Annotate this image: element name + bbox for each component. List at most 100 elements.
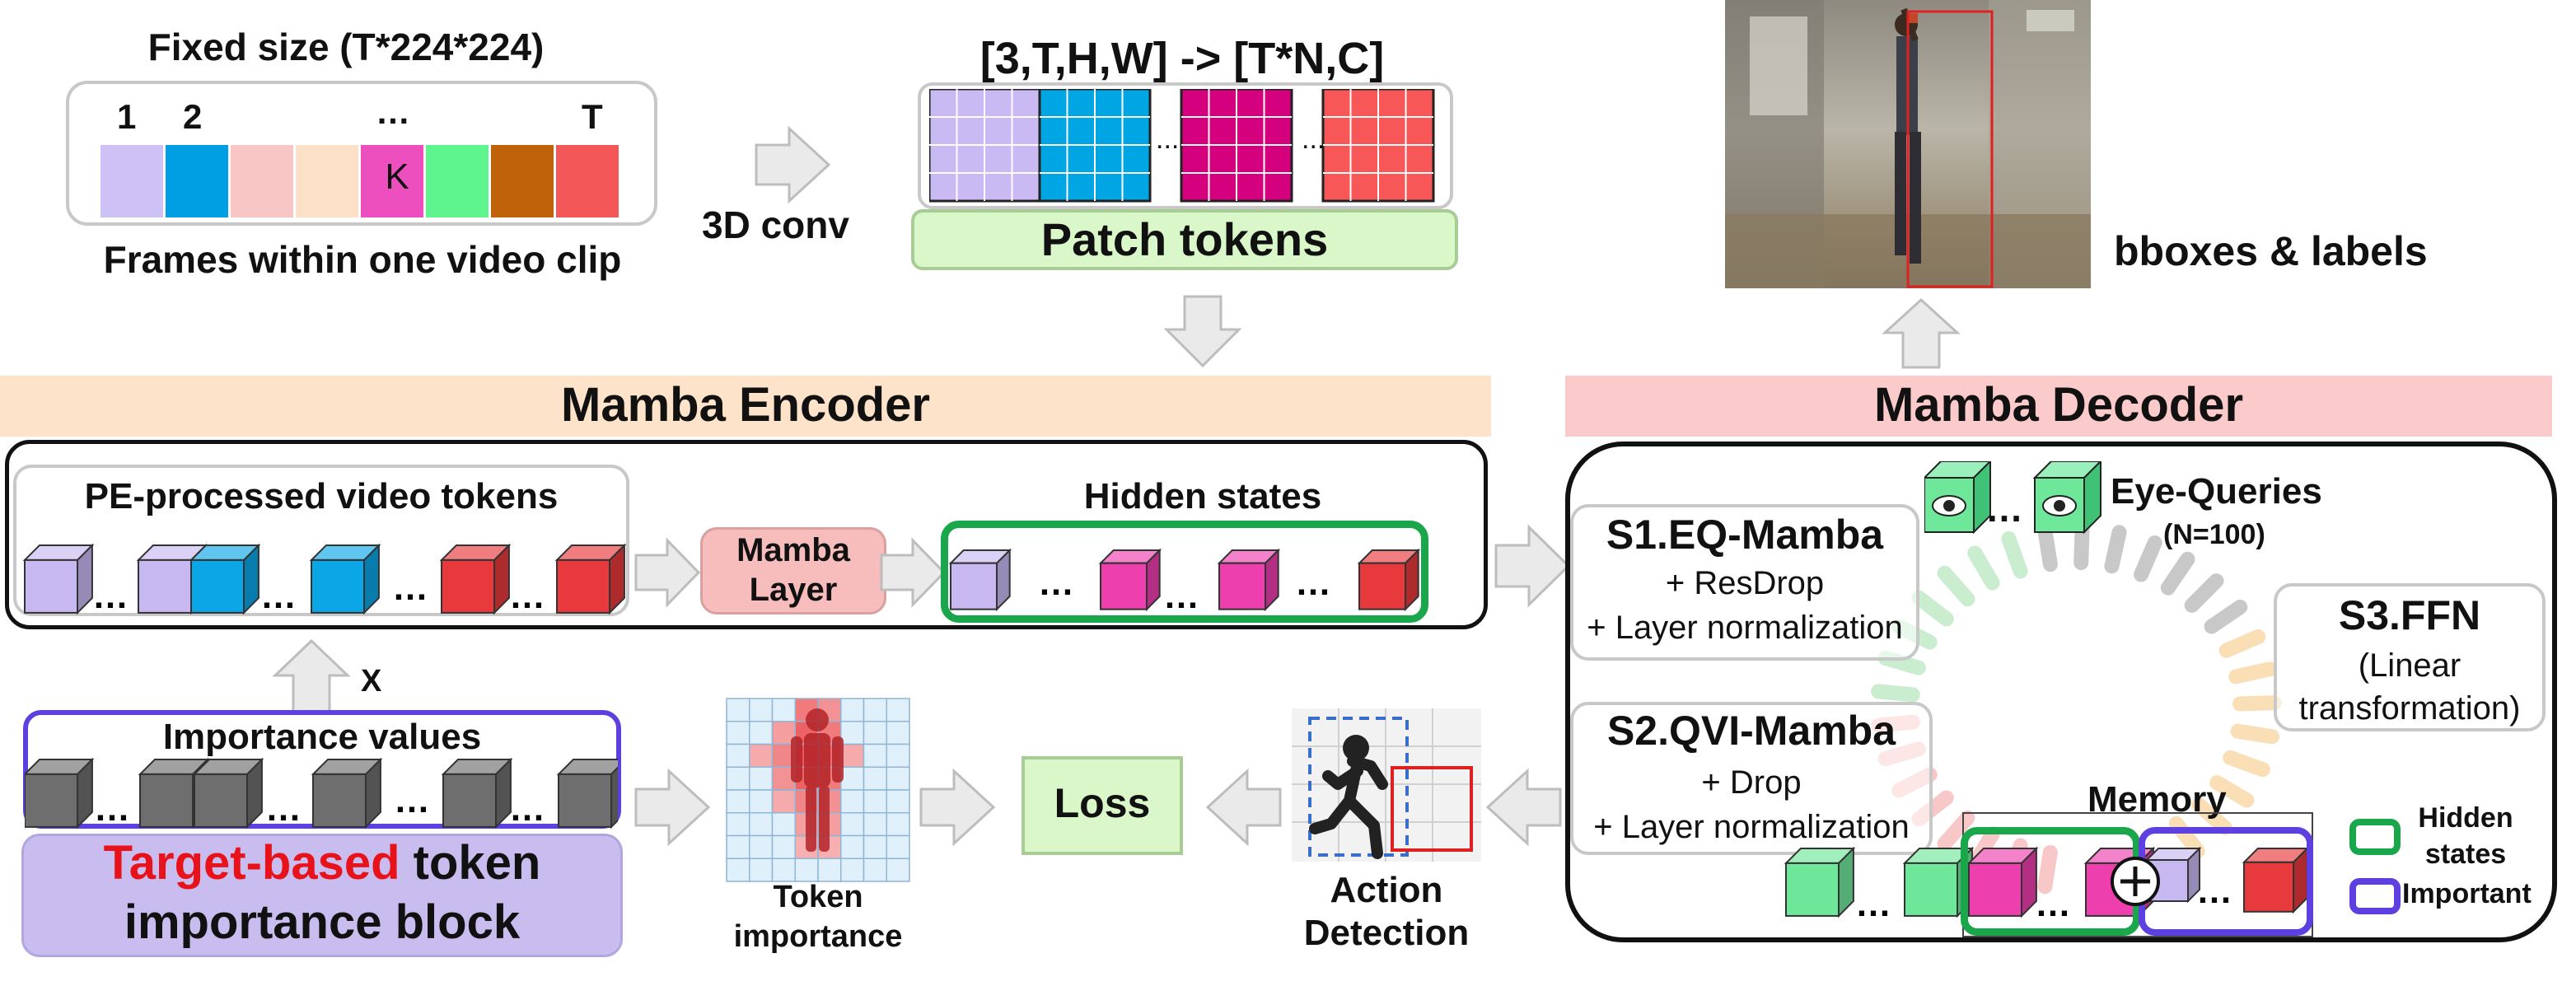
heatmap-cell (840, 698, 865, 722)
legend-important-label: Important (2402, 878, 2532, 909)
heatmap-cell (794, 857, 819, 882)
patch-ellipsis-1: ... (1156, 124, 1180, 155)
s2-line-1: + Drop (1701, 764, 1802, 801)
importance-block-token: token (400, 836, 541, 890)
ring-segment (2073, 521, 2090, 571)
arrow-right-icon (634, 537, 701, 608)
decoder-box (1565, 442, 2557, 942)
importance-cube (192, 757, 264, 829)
heatmap-cell (863, 721, 887, 745)
arrow-right-icon (755, 125, 831, 204)
frame-cell (361, 145, 423, 217)
hidden-states-box (941, 521, 1428, 623)
heatmap-cell (726, 834, 750, 859)
loss-label: Loss (1054, 780, 1151, 826)
patch-grids (929, 89, 1435, 203)
decoder-band (1565, 376, 2552, 437)
heatmap-cell (863, 698, 887, 722)
hidden-state-cube (1098, 548, 1162, 612)
ellipsis-text: … (509, 788, 545, 829)
add-operator-icon (2111, 857, 2160, 906)
frame-cell (231, 145, 293, 217)
legend-important-swatch (2349, 878, 2401, 914)
heatmap-cell (840, 812, 865, 837)
arrow-down-icon (1163, 295, 1242, 368)
s3-line-2: transformation) (2298, 690, 2521, 727)
token-importance-heatmap (726, 698, 910, 882)
ellipsis-text: … (92, 576, 129, 616)
arrow-left-icon (1205, 768, 1282, 847)
heatmap-cell (886, 766, 910, 791)
heatmap-cell (863, 812, 887, 837)
heatmap-cell (886, 721, 910, 745)
frame-index-ellipsis: … (376, 92, 410, 131)
decoder-title: Mamba Decoder (1873, 378, 2244, 432)
s3-line-1: (Linear (2358, 647, 2461, 684)
ring-segment (2134, 535, 2162, 582)
heatmap-cell (840, 857, 865, 882)
pe-token-cube (22, 543, 95, 615)
s2-line-2: + Layer normalization (1593, 809, 1910, 845)
heatmap-cell (726, 743, 750, 768)
heatmap-cell (886, 812, 910, 837)
s2-title: S2.QVI-Mamba (1606, 708, 1896, 754)
heatmap-cell (863, 789, 887, 814)
frame-k-label: K (385, 157, 409, 197)
ring-segment (2104, 525, 2127, 574)
ring-segment (2184, 573, 2224, 613)
eye-queries-label: Eye-Queries (2111, 471, 2322, 512)
patch-grid (1038, 89, 1152, 203)
heatmap-cell (771, 812, 796, 837)
ellipsis-text: … (265, 788, 302, 829)
hidden-state-cubes: ……… (948, 548, 1421, 616)
heatmap-cell (771, 857, 796, 882)
memory-cube (2242, 846, 2310, 914)
heatmap-cell (726, 766, 750, 791)
frame-index-2: 2 (183, 97, 203, 136)
heatmap-cell (840, 721, 865, 745)
hidden-states-label: Hidden states (1083, 476, 1322, 516)
ring-segment (2223, 750, 2270, 778)
token-importance-label-1: Token (773, 880, 863, 914)
frame-cell (491, 145, 554, 217)
ellipsis-text: … (1038, 563, 1074, 603)
conv-label: 3D conv (702, 203, 849, 246)
ring-segment (2228, 661, 2278, 685)
heatmap-cell (886, 698, 910, 722)
heatmap-cell (886, 857, 910, 882)
ring-segment (1911, 590, 1954, 627)
patch-tokens-banner (911, 209, 1458, 270)
ellipsis-text: … (260, 576, 297, 616)
heatmap-cell (771, 789, 796, 814)
patch-grid (1321, 89, 1435, 203)
pe-token-cube (309, 543, 381, 615)
frame-cell (426, 145, 489, 217)
ring-segment (2204, 599, 2248, 634)
frames-box (66, 81, 657, 226)
heatmap-cell (749, 721, 774, 745)
patch-ellipsis-2: ... (1302, 124, 1325, 155)
heatmap-cell (726, 698, 750, 722)
ellipsis-text: … (392, 568, 428, 608)
heatmap-cell (749, 789, 774, 814)
mamba-layer-label-1: Mamba (736, 532, 850, 568)
hidden-state-cube (1217, 548, 1281, 612)
importance-block-line-2: importance block (124, 895, 521, 949)
legend-hidden-label-1: Hidden (2418, 802, 2513, 834)
heatmap-cell (886, 743, 910, 768)
mamba-layer-box (700, 527, 886, 614)
eye-queries-dots: … (1985, 487, 2023, 530)
action-detection-figure (1292, 708, 1481, 862)
ring-segment (1937, 565, 1975, 607)
arrow-right-icon (634, 768, 711, 847)
memory-cube (1784, 846, 1856, 918)
encoder-title: Mamba Encoder (561, 378, 930, 432)
frames-caption: Frames within one video clip (103, 238, 622, 281)
patch-grid-box (918, 82, 1453, 209)
eye-queries-count: (N=100) (2163, 519, 2265, 550)
importance-cube (25, 757, 95, 829)
heatmap-cell (749, 857, 774, 882)
ellipsis-text: … (509, 576, 545, 616)
heatmap-cell (749, 698, 774, 722)
eye-query-cubes (1924, 461, 2102, 535)
